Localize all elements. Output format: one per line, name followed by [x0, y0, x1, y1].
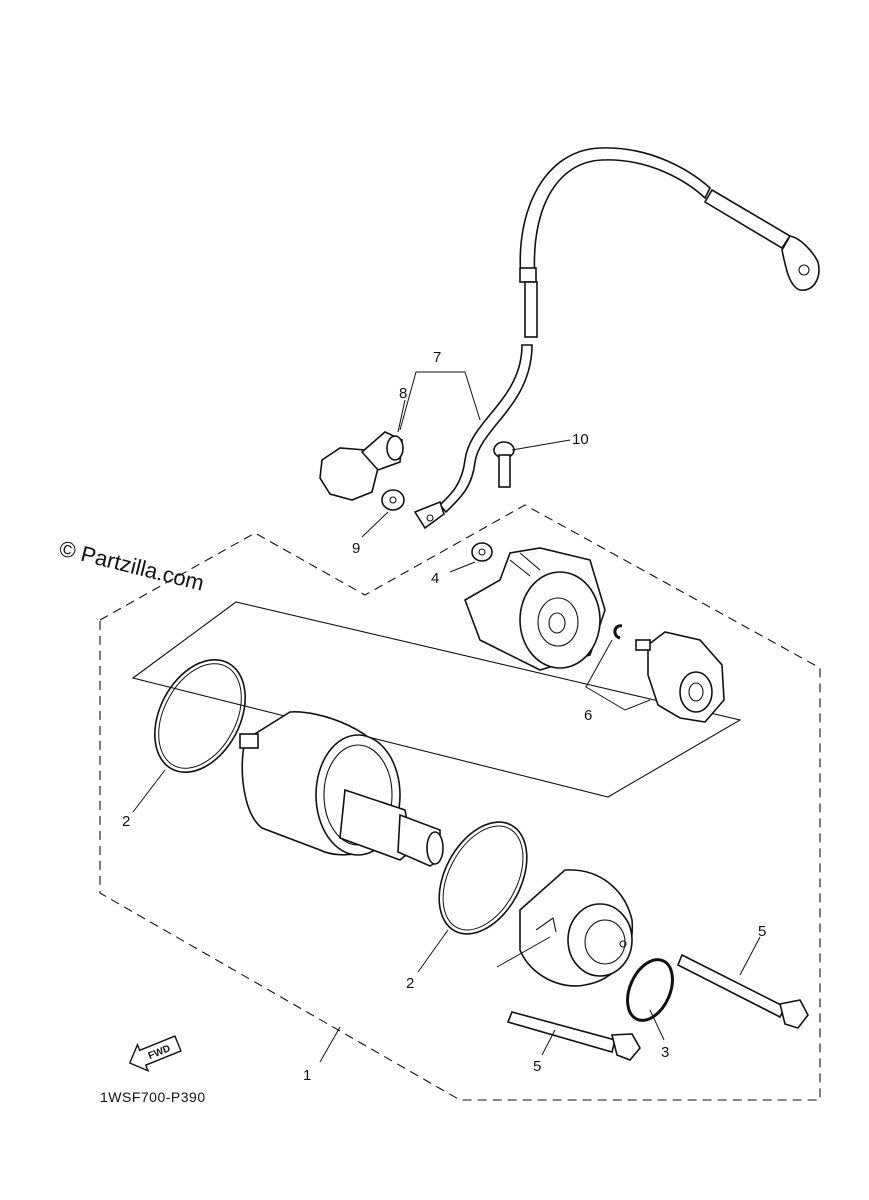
leader-3 [649, 1009, 665, 1041]
callout-10: 10 [572, 431, 589, 448]
leader-1 [319, 1026, 341, 1063]
o-ring-2-upper [154, 658, 246, 774]
group-line-6 [585, 639, 651, 711]
callout-1: 1 [303, 1067, 311, 1084]
leader-2b [417, 929, 449, 973]
group-line-5 [496, 936, 551, 968]
callout-8: 8 [399, 385, 407, 402]
rear-cover [464, 547, 606, 671]
callout-5-lower: 5 [533, 1058, 541, 1075]
watermark: © Partzilla.com [57, 536, 207, 596]
leader-9 [361, 511, 389, 538]
circlip [613, 624, 623, 640]
assembly-boundary [99, 504, 821, 1101]
callout-2-lower: 2 [406, 975, 414, 992]
through-bolt-upper [676, 953, 809, 1029]
terminal-cap [319, 431, 404, 501]
leader-2a [132, 769, 166, 813]
starter-cable [413, 147, 820, 530]
leader-5a [541, 1029, 556, 1056]
o-ring-3 [626, 958, 674, 1022]
o-ring-2-lower-inner [442, 825, 524, 931]
o-ring-2-lower [438, 821, 528, 935]
callout-6: 6 [584, 707, 592, 724]
callout-4: 4 [431, 570, 439, 587]
o-ring-2-upper-inner [158, 663, 242, 769]
callout-5-upper: 5 [758, 923, 766, 940]
leader-4 [449, 561, 476, 573]
callout-7: 7 [433, 349, 441, 366]
mounting-bolt-10 [493, 441, 515, 488]
callout-2-upper: 2 [122, 813, 130, 830]
leader-5b [739, 936, 761, 976]
nut-9 [381, 489, 405, 511]
group-line-7 [399, 371, 481, 431]
brush-holder [635, 631, 725, 723]
callout-3: 3 [661, 1044, 669, 1061]
armature-group-outline [131, 601, 742, 798]
leader-10 [511, 439, 571, 451]
fwd-arrow-icon: FWD [128, 1035, 182, 1073]
leader-8 [397, 399, 406, 433]
armature-yoke [239, 711, 444, 867]
through-bolt-lower [506, 1011, 641, 1061]
front-cover [519, 869, 634, 987]
nut-4 [471, 542, 493, 562]
callout-9: 9 [352, 540, 360, 557]
diagram-code: 1WSF700-P390 [100, 1089, 206, 1105]
